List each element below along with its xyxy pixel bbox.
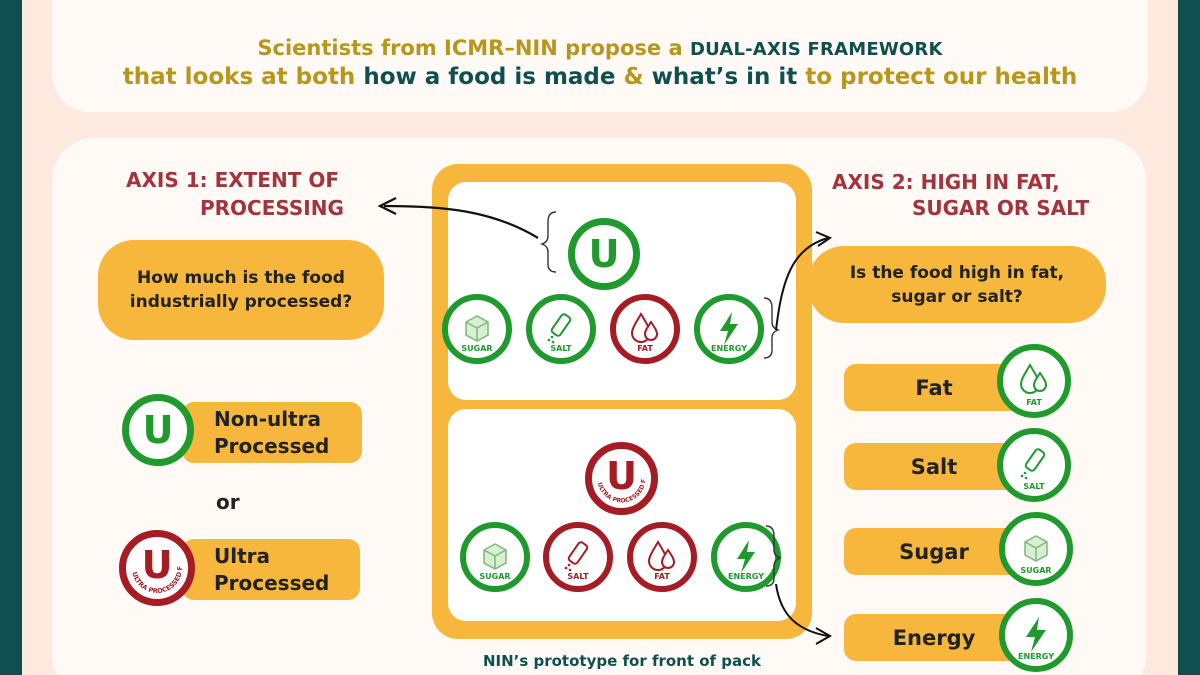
arrow-to-energy-head (815, 627, 833, 645)
bottom-fat-drops-icon: FAT (627, 522, 697, 592)
prototype-caption: NIN’s prototype for front of pack (482, 652, 762, 670)
badge-letter: U (142, 408, 174, 452)
axis1-title-line1: AXIS 1: EXTENT OF (126, 168, 339, 192)
fat-pill: Fat (844, 364, 1024, 411)
energy-pill: Energy (844, 614, 1024, 661)
arrow-to-axis1 (383, 204, 539, 239)
badge-letter: U (588, 232, 620, 276)
arrow-to-axis2-head (815, 231, 833, 247)
brace-left-top (539, 211, 557, 273)
bottom-salt-shaker-icon: SALT (543, 522, 613, 592)
infographic-page: Scientists from ICMR–NIN propose a DUAL-… (22, 0, 1178, 675)
top-salt-shaker-icon: SALT (526, 294, 596, 364)
axis2-question-pill: Is the food high in fat, sugar or salt? (808, 246, 1106, 323)
arrow-to-energy (775, 583, 829, 637)
axis2-sugar-icon-label: SUGAR (1020, 566, 1052, 575)
bottom-fat-label: FAT (654, 572, 670, 581)
brace-right-top (763, 297, 781, 359)
bottom-salt-label: SALT (567, 572, 589, 581)
prototype-top-panel (448, 182, 796, 400)
header-card: Scientists from ICMR–NIN propose a DUAL-… (52, 0, 1148, 112)
ultra-u-badge-icon: ULTRA PROCESSED FOOD U (119, 530, 195, 606)
ultra-label-line2: Processed (214, 570, 330, 595)
axis1-question-line2: industrially processed? (129, 292, 353, 312)
badge-letter: U (606, 453, 637, 498)
energy-pill-label: Energy (892, 625, 976, 650)
axis2-fat-icon-label: FAT (1026, 398, 1042, 407)
axis2-fat-drops-icon: FAT (997, 344, 1071, 418)
or-text: or (216, 490, 240, 514)
bottom-sugar-cube-icon: SUGAR (460, 522, 530, 592)
sugar-pill: Sugar (844, 528, 1024, 575)
ultra-label-line1: Ultra (214, 543, 271, 568)
top-energy-label: ENERGY (711, 344, 747, 353)
axis1-question-pill: How much is the food industrially process… (98, 240, 384, 340)
axis2-energy-bolt-icon: ENERGY (999, 598, 1073, 672)
headline-line-1: Scientists from ICMR–NIN propose a DUAL-… (52, 36, 1148, 60)
headline-part-1: that looks at both (122, 64, 364, 90)
fat-pill-label: Fat (915, 375, 953, 400)
axis2-question-line2: sugar or salt? (891, 286, 1023, 307)
ring-text-graphic: ULTRA PROCESSED FOOD (126, 537, 184, 595)
badge-letter: U (141, 543, 173, 587)
headline-line-2: that looks at both how a food is made & … (52, 64, 1148, 90)
headline-prefix: Scientists from ICMR–NIN propose a (257, 36, 690, 60)
non-ultra-label-line1: Non-ultra (214, 406, 322, 431)
non-ultra-label-line2: Processed (214, 433, 330, 458)
non-ultra-u-badge-icon: U (122, 394, 194, 466)
axis2-question-line1: Is the food high in fat, (849, 262, 1065, 283)
top-energy-bolt-icon: ENERGY (694, 294, 764, 364)
top-sugar-label: SUGAR (461, 344, 493, 353)
top-salt-label: SALT (550, 344, 572, 353)
arrow-to-axis1-head (377, 197, 397, 215)
axis2-sugar-cube-icon: SUGAR (999, 512, 1073, 586)
bottom-sugar-label: SUGAR (479, 572, 511, 581)
headline-ampersand: & (615, 64, 652, 90)
sugar-pill-label: Sugar (899, 539, 969, 564)
axis2-salt-icon-label: SALT (1023, 482, 1045, 491)
top-fat-label: FAT (637, 344, 653, 353)
top-panel-u-badge-icon: U (568, 218, 640, 290)
headline-framework: DUAL-AXIS FRAMEWORK (689, 39, 943, 60)
top-fat-drops-icon: FAT (610, 294, 680, 364)
bottom-energy-label: ENERGY (728, 572, 764, 581)
headline-how-made: how a food is made (363, 64, 616, 90)
ring-text-graphic: ULTRA PROCESSED FOOD (592, 449, 648, 505)
connector-arrows (377, 197, 833, 645)
top-sugar-cube-icon: SUGAR (442, 294, 512, 364)
headline-part-2: to protect our health (797, 64, 1078, 90)
brace-right-bottom (765, 525, 783, 587)
axis1-title-line2: PROCESSING (200, 196, 344, 220)
axis1-question-line1: How much is the food (137, 268, 345, 288)
salt-pill-label: Salt (910, 454, 958, 479)
bottom-energy-bolt-icon: ENERGY (711, 522, 781, 592)
bottom-panel-upf-badge-icon: ULTRA PROCESSED FOOD U (585, 442, 658, 515)
axis2-salt-shaker-icon: SALT (997, 428, 1071, 502)
axis2-title-line1: AXIS 2: HIGH IN FAT, (832, 170, 1060, 194)
axis2-energy-icon-label: ENERGY (1018, 652, 1054, 661)
headline-whats-in-it: what’s in it (651, 64, 798, 90)
salt-pill: Salt (844, 443, 1024, 490)
arrow-to-axis2 (775, 237, 829, 331)
axis2-title-line2: SUGAR OR SALT (912, 196, 1090, 220)
